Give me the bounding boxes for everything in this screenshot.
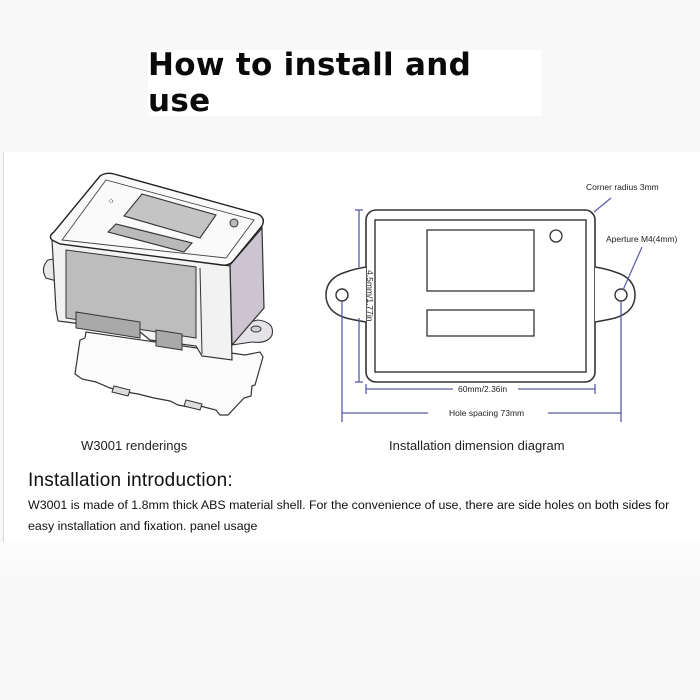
dimension-diagram-caption: Installation dimension diagram — [389, 438, 565, 453]
height-dimension-label: 4.5mm/1.77in — [365, 270, 375, 322]
title-banner: How to install and use — [148, 47, 542, 119]
device-3d-rendering-icon — [42, 172, 273, 416]
dimension-drawing-icon: 4.5mm/1.77in 60mm/2.36in Hole spacing 73… — [325, 182, 677, 422]
background-fade — [0, 542, 700, 592]
dimension-diagram: 4.5mm/1.77in 60mm/2.36in Hole spacing 73… — [310, 170, 690, 430]
rendering-caption: W3001 renderings — [81, 438, 188, 453]
page-title: How to install and use — [148, 47, 472, 119]
installation-intro-heading: Installation introduction: — [28, 470, 233, 491]
installation-intro-body: W3001 is made of 1.8mm thick ABS materia… — [28, 498, 670, 533]
aperture-label: Aperture M4(4mm) — [606, 234, 677, 244]
width-dimension-label: 60mm/2.36in — [458, 384, 507, 394]
corner-radius-label: Corner radius 3mm — [586, 182, 659, 192]
w3001-rendering-image — [30, 160, 300, 425]
hole-spacing-label: Hole spacing 73mm — [449, 408, 524, 418]
